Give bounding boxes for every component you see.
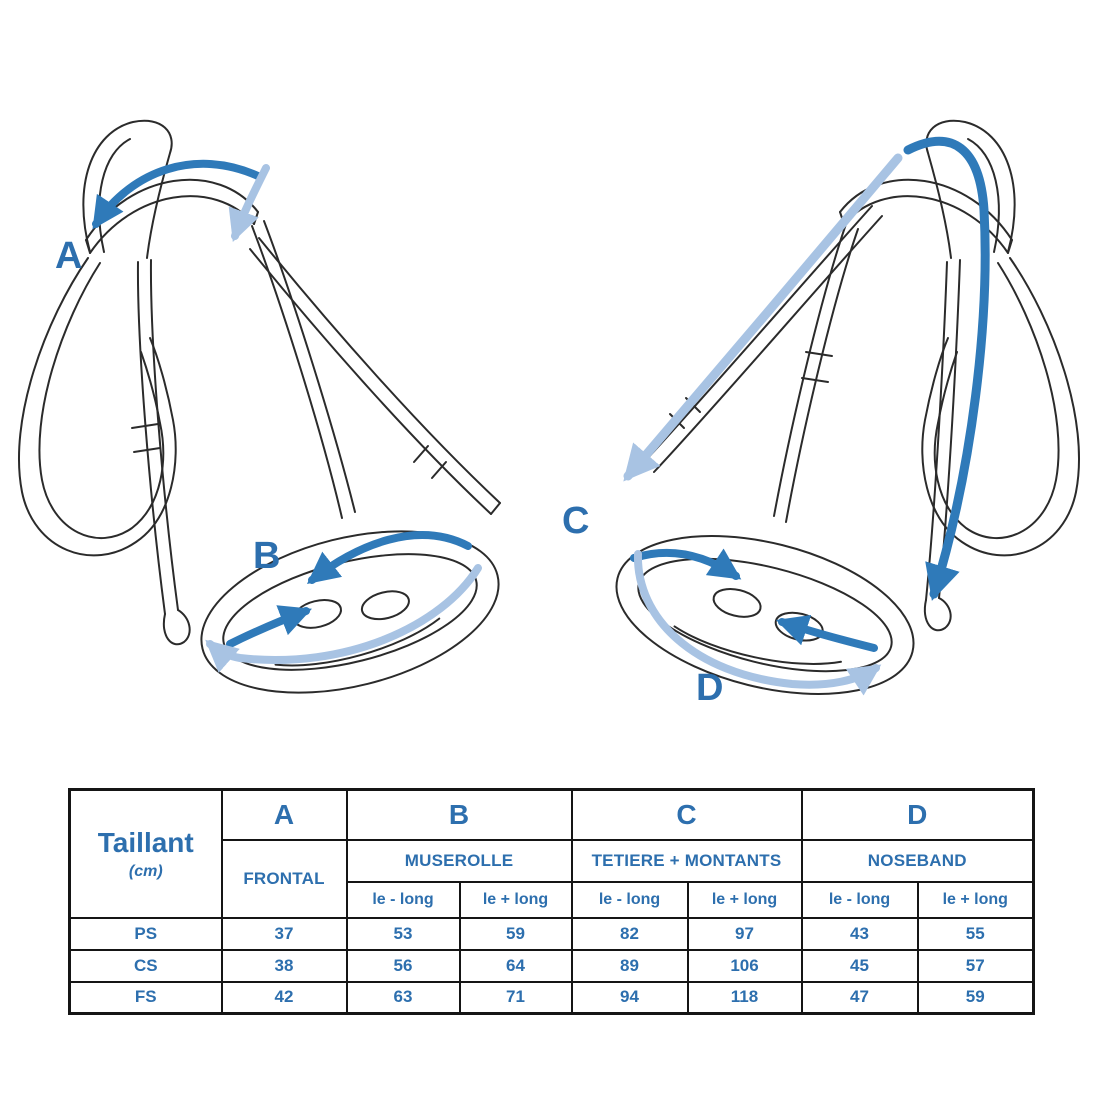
value-cell: 55: [916, 916, 1035, 951]
header-letters-row: Taillant (cm) A B C D: [68, 788, 1035, 919]
corner-cell: Taillant (cm): [68, 788, 223, 919]
header-names-row: FRONTAL MUSEROLLE TETIERE + MONTANTS NOS…: [70, 838, 1035, 919]
value-cell: 53: [345, 916, 461, 951]
size-label: CS: [68, 948, 223, 983]
value-cell: 118: [686, 980, 803, 1015]
value-cell: 43: [800, 916, 919, 951]
arrow-b-dark-top: [306, 531, 472, 584]
col-letter-a: A: [220, 788, 348, 841]
value-cell: 106: [686, 948, 803, 983]
subcol-c-min: le - long: [570, 880, 689, 919]
value-cell: 64: [458, 948, 573, 983]
diagram-label-b: B: [253, 535, 280, 577]
measurement-arrows-left: A B: [55, 159, 482, 673]
value-cell: 47: [800, 980, 919, 1015]
value-cell: 38: [220, 948, 348, 983]
arrow-c-dark: [903, 136, 990, 601]
value-cell: 57: [916, 948, 1035, 983]
subcol-b-min: le - long: [345, 880, 461, 919]
corner-unit: (cm): [128, 862, 163, 880]
arrow-a-dark: [92, 159, 262, 230]
arrow-b-light: [205, 564, 482, 673]
size-table: Taillant (cm) A B C D FRONTAL MUSEROLLE …: [68, 788, 1035, 1015]
arrow-b-dark-bottom: [226, 605, 312, 648]
value-cell: 89: [570, 948, 689, 983]
table-row-ps: PS 37 53 59 82 97 43 55: [68, 916, 1035, 951]
table-row-cs: CS 38 56 64 89 106 45 57: [68, 948, 1035, 983]
subcol-d-max: le + long: [916, 880, 1035, 919]
diagram-label-d: D: [696, 667, 723, 709]
col-letter-b: B: [345, 788, 573, 841]
arrow-a-light: [228, 164, 270, 243]
table-row-fs: FS 42 63 71 94 118 47 59: [68, 980, 1035, 1015]
measurement-arrows-right: C D: [562, 136, 990, 709]
col-name-noseband: NOSEBAND: [800, 838, 1035, 883]
arrow-c-light: [623, 153, 903, 482]
subcol-b-max: le + long: [458, 880, 573, 919]
arrow-d-dark-right: [775, 614, 878, 652]
value-cell: 45: [800, 948, 919, 983]
size-label: FS: [68, 980, 223, 1015]
corner-label: Taillant: [97, 826, 194, 858]
value-cell: 59: [916, 980, 1035, 1015]
arrow-d-dark-left: [630, 548, 742, 580]
size-label: PS: [68, 916, 223, 951]
col-name-frontal: FRONTAL: [220, 838, 348, 919]
arrow-d-light: [633, 550, 882, 696]
diagram-label-a: A: [55, 235, 82, 277]
col-name-muserolle: MUSEROLLE: [345, 838, 573, 883]
right-bridle-outline: [615, 119, 1080, 695]
value-cell: 56: [345, 948, 461, 983]
value-cell: 63: [345, 980, 461, 1015]
value-cell: 59: [458, 916, 573, 951]
value-cell: 82: [570, 916, 689, 951]
value-cell: 37: [220, 916, 348, 951]
col-letter-d: D: [800, 788, 1035, 841]
subcol-d-min: le - long: [800, 880, 919, 919]
header-subcols-row: le - long le + long le - long le + long …: [70, 880, 1035, 919]
subcol-c-max: le + long: [686, 880, 803, 919]
diagram-label-c: C: [562, 500, 589, 542]
bridle-measurement-diagram: A B: [18, 119, 1080, 709]
value-cell: 94: [570, 980, 689, 1015]
value-cell: 42: [220, 980, 348, 1015]
value-cell: 71: [458, 980, 573, 1015]
col-letter-c: C: [570, 788, 803, 841]
value-cell: 97: [686, 916, 803, 951]
col-name-tetiere-montants: TETIERE + MONTANTS: [570, 838, 803, 883]
